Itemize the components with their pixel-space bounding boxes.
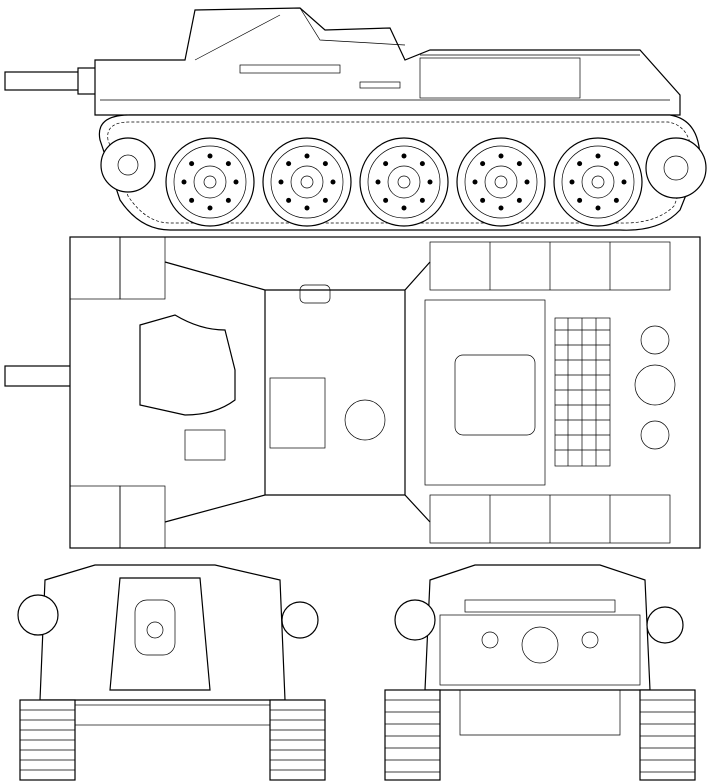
wheel-bolt [595,153,601,159]
side-view [4,7,707,231]
wheel-bolt [613,197,619,203]
wheel-bolt [595,205,601,211]
wheel-bolt [286,197,292,203]
wheel-bolt [613,161,619,167]
road-wheel-ring [193,165,227,199]
wheel-bolt [401,205,407,211]
wheel-bolt [472,179,478,185]
road-wheel-ring [581,165,615,199]
wheel-bolt [498,205,504,211]
road-wheel [165,137,255,227]
wheel-bolt [322,197,328,203]
engine-grille [554,317,611,467]
wheel-bolt [498,153,504,159]
road-wheel [359,137,449,227]
road-wheel [553,137,643,227]
transmission-hatch [521,626,559,664]
fuel-tank [419,57,581,99]
wheel-bolt [383,161,389,167]
wheel-bolt [427,179,433,185]
wheel-bolt [225,161,231,167]
road-wheel-ring [561,145,635,219]
gun-mantlet-front [134,599,176,656]
wheel-bolt [181,179,187,185]
rear-view [384,564,696,781]
wheel-bolt [375,179,381,185]
road-wheel-ring [484,165,518,199]
gun-mount [139,314,236,416]
track-rear-left [384,689,441,781]
road-wheel [262,137,352,227]
wheel-bolt [524,179,530,185]
drive-sprocket [645,137,707,199]
idler-wheel [100,137,156,193]
wheel-bolt [304,153,310,159]
road-wheel-ring [494,175,508,189]
wheel-bolt [278,179,284,185]
road-wheel-ring [464,145,538,219]
road-wheel-ring [300,175,314,189]
road-wheels [165,137,643,227]
wheel-bolt [480,197,486,203]
wheel-bolt [189,161,195,167]
wheel-bolt [621,179,627,185]
engine-hatch [454,354,536,436]
wheel-bolt [189,197,195,203]
wheel-bolt [286,161,292,167]
road-wheel [456,137,546,227]
commander-hatch [269,377,326,449]
road-wheel-ring [290,165,324,199]
wheel-bolt [330,179,336,185]
wheel-bolt [516,197,522,203]
wheel-bolt [480,161,486,167]
wheel-bolt [577,197,583,203]
wheel-bolt [233,179,239,185]
road-wheel-ring [270,145,344,219]
wheel-bolt [225,197,231,203]
road-wheel-ring [173,145,247,219]
road-wheel-ring [397,175,411,189]
wheel-bolt [419,161,425,167]
wheel-bolt [401,153,407,159]
wheel-bolt [569,179,575,185]
road-wheel-ring [591,175,605,189]
wheel-bolt [304,205,310,211]
headlight-left [17,594,59,636]
road-wheel-ring [387,165,421,199]
wheel-bolt [419,197,425,203]
road-wheel-ring [367,145,441,219]
road-wheel-ring [203,175,217,189]
wheel-bolt [577,161,583,167]
wheel-bolt [207,153,213,159]
wheel-bolt [516,161,522,167]
wheel-bolt [383,197,389,203]
wheel-bolt [322,161,328,167]
wheel-bolt [207,205,213,211]
hull-side [94,7,681,116]
top-view [4,236,701,549]
front-view [17,564,326,781]
